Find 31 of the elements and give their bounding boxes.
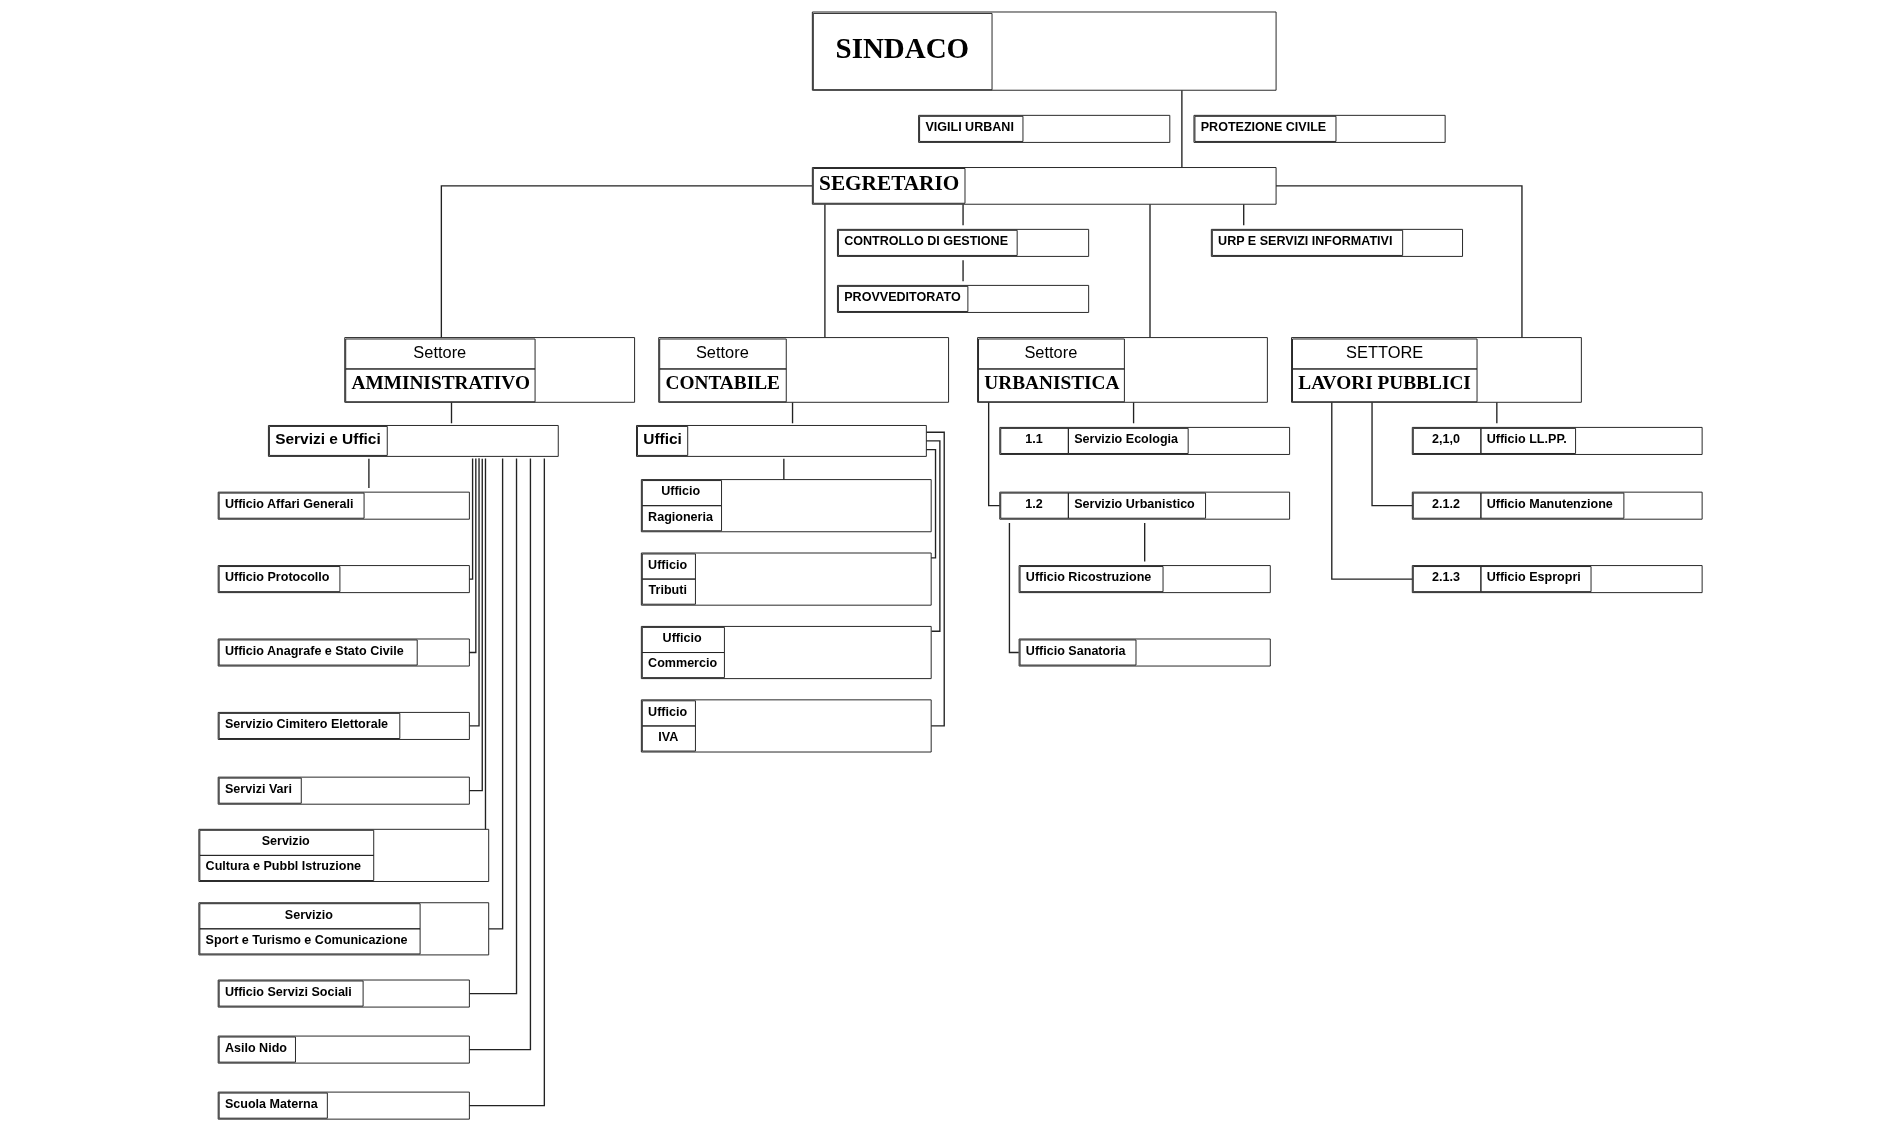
connector	[1181, 89, 1183, 168]
connector	[925, 431, 945, 727]
connector	[368, 457, 370, 489]
connector	[468, 457, 477, 654]
connector	[925, 440, 941, 632]
connector	[824, 203, 826, 338]
connector	[1275, 185, 1523, 339]
connector	[791, 401, 794, 424]
connector	[468, 457, 546, 1107]
connector	[1008, 522, 1020, 654]
connector	[962, 259, 964, 282]
connector	[962, 203, 964, 226]
connector	[1144, 522, 1146, 563]
connector	[1149, 203, 1151, 338]
connector	[440, 185, 813, 339]
connector	[988, 401, 1001, 507]
connector	[1243, 203, 1245, 226]
connector	[488, 457, 504, 930]
connector	[468, 458, 483, 792]
connector	[469, 457, 518, 995]
connector	[469, 457, 480, 727]
connector	[484, 457, 487, 830]
connector	[468, 457, 532, 1051]
connector	[468, 457, 474, 580]
connector	[1132, 401, 1135, 424]
connector	[925, 448, 937, 559]
connector	[450, 401, 453, 424]
connector	[1371, 401, 1413, 507]
connector	[1331, 401, 1413, 580]
connector	[1496, 401, 1498, 424]
connector	[783, 457, 785, 481]
